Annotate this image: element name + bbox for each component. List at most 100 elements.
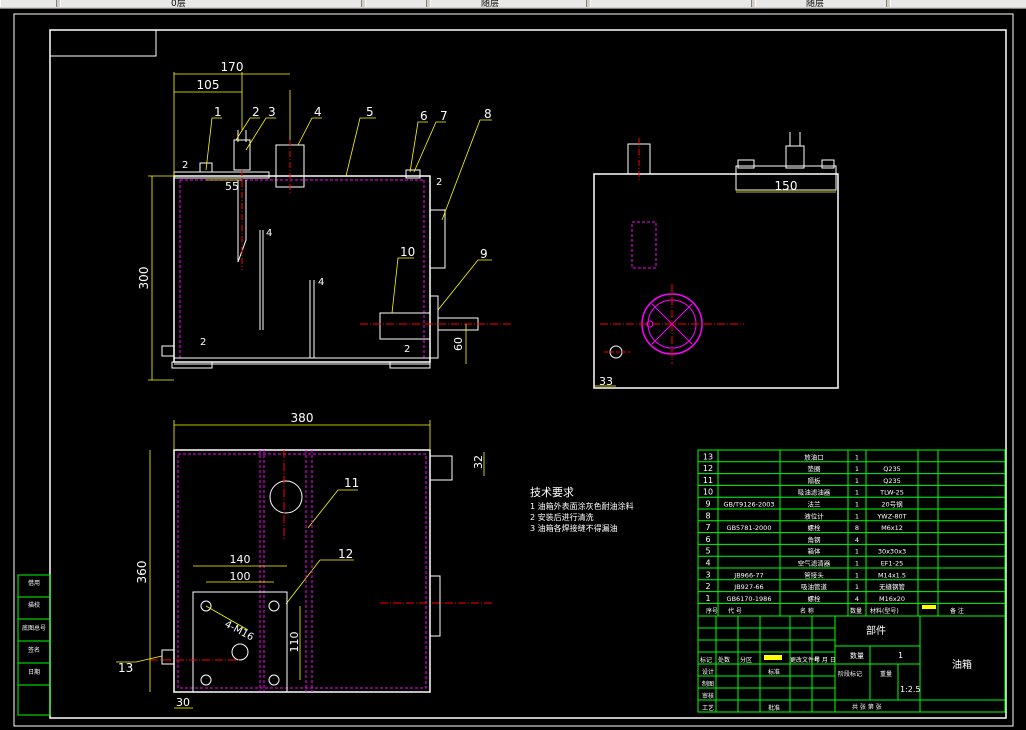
bom-cell-qty: 4 [855, 536, 859, 544]
balloon-12: 12 [338, 547, 353, 561]
technical-requirements: 技术要求 1 油箱外表面涂灰色耐油涂料 2 安装后进行清洗 3 油箱各焊接缝不得… [530, 486, 634, 533]
bom-cell-qty: 1 [855, 548, 859, 556]
layer-dropdown[interactable]: 0层 [60, 0, 362, 9]
bom-cell-no: 2 [705, 582, 710, 591]
tb-scale: 1:2.5 [900, 685, 921, 694]
bom-header-remark: 备 注 [950, 607, 964, 615]
bom-cell-name: 管接头 [804, 570, 824, 579]
weld-symbol: 4 [318, 277, 324, 288]
strip-label: 日期 [28, 668, 40, 676]
dim-label: 32 [472, 455, 485, 469]
bom-cell-qty: 1 [855, 501, 859, 509]
bom-header-qty: 数量 [850, 607, 862, 615]
balloon-leaders [116, 117, 492, 663]
bom-cell-name: 垫圈 [808, 464, 821, 473]
bom-cell-mat: M14x1.5 [878, 571, 906, 579]
linetype-dropdown[interactable] [590, 0, 752, 7]
tb-weight: 重量 [880, 670, 892, 678]
note-line: 1 油箱外表面涂灰色耐油涂料 [530, 501, 634, 511]
toolbar-layer-tools[interactable] [365, 0, 427, 7]
color-value: 随层 [481, 0, 500, 9]
bom-cell-code: GB5781-2000 [727, 524, 772, 532]
balloon-8: 8 [484, 107, 492, 121]
dim-label: 150 [775, 179, 798, 193]
toolbar-tool-group[interactable] [0, 0, 57, 7]
tb-stage: 阶段标记 [838, 670, 862, 678]
dim-label: 170 [221, 60, 244, 74]
bom-cell-qty: 4 [855, 595, 859, 603]
notes-title: 技术要求 [530, 486, 574, 499]
bom-cell-name: 螺栓 [808, 594, 822, 603]
tb-header: 分区 [740, 656, 752, 664]
bom-cell-mat: M16x20 [879, 595, 905, 603]
linetype-value: 随层 [806, 0, 825, 9]
bom-cell-qty: 1 [855, 477, 859, 485]
bom-header-code: 代 号 [728, 607, 742, 615]
dim-label: 380 [291, 411, 314, 425]
bom-cell-name: 放油口 [804, 452, 824, 461]
dim-label: 110 [288, 632, 301, 653]
note-line: 3 油箱各焊接缝不得漏油 [530, 523, 618, 533]
bom-cell-qty: 1 [855, 583, 859, 591]
drawing-canvas[interactable]: 借用 描校 底图总号 签名 日期 [0, 8, 1026, 730]
bom-cell-no: 6 [705, 535, 710, 544]
strip-label: 借用 [28, 579, 40, 587]
tb-header: 标记 [700, 656, 712, 664]
bom-cell-no: 13 [703, 452, 713, 461]
weld-symbol: 2 [436, 177, 442, 188]
weld-symbol: 2 [200, 337, 206, 348]
bom-cell-qty: 1 [855, 512, 859, 520]
bom-cell-name: 法兰 [808, 500, 822, 509]
dim-label: 360 [135, 561, 149, 584]
bom-header-no: 序号 [706, 607, 718, 615]
strip-label: 描校 [28, 601, 40, 609]
bom-cell-no: 11 [703, 476, 713, 485]
plotstyle-dropdown[interactable] [890, 0, 1026, 7]
tb-role: 批准 [768, 704, 780, 712]
balloon-9: 9 [480, 247, 488, 261]
bom-cell-name: 液位计 [804, 511, 824, 520]
weld-symbol: 2 [182, 160, 188, 171]
hole-callout: 4-M16 [223, 619, 256, 643]
balloon-11: 11 [344, 476, 359, 490]
bom-cell-no: 7 [705, 523, 710, 532]
dim-label: 100 [230, 570, 251, 583]
balloon-1: 1 [214, 105, 222, 119]
tb-role: 制图 [702, 680, 714, 688]
color-dropdown[interactable]: 随层 [430, 0, 587, 9]
side-dimensions: 150 33 [594, 179, 836, 388]
front-view [161, 130, 512, 369]
dim-label: 55 [225, 180, 239, 193]
bom-cell-no: 10 [703, 488, 713, 497]
dim-label: 105 [197, 78, 220, 92]
balloon-5: 5 [366, 105, 374, 119]
bom-cell-mat: TLW-25 [879, 489, 904, 497]
tb-header: 更改文件号 [790, 656, 820, 664]
tb-qty-label: 数量 [850, 651, 864, 660]
tb-sheet: 共 张 第 张 [852, 703, 882, 711]
bom-cell-no: 9 [705, 500, 710, 509]
bom-cell-code: JB966-77 [733, 571, 763, 579]
dim-label: 300 [137, 267, 151, 290]
bom-cell-mat: EF1-25 [881, 560, 904, 568]
bom-cell-name: 吸油滤油器 [798, 488, 831, 497]
bom-cell-qty: 1 [855, 560, 859, 568]
bom-cell-no: 1 [705, 594, 710, 603]
bom-cell-no: 4 [705, 559, 710, 568]
bom-cell-name: 隔板 [808, 476, 822, 485]
bom-cell-no: 12 [703, 464, 713, 473]
bom-cell-mat: 20号钢 [881, 501, 903, 509]
bom-cell-no: 3 [705, 570, 710, 579]
bom-cell-mat: 30x30x3 [878, 548, 906, 556]
dim-label: 33 [599, 375, 613, 388]
bom-cell-qty: 1 [855, 489, 859, 497]
drawing-frame [13, 13, 1014, 727]
balloon-10: 10 [400, 245, 415, 259]
layer-value: 0层 [171, 0, 186, 9]
balloon-2: 2 [252, 105, 260, 119]
note-line: 2 安装后进行清洗 [530, 512, 594, 522]
bom-cell-name: 螺栓 [808, 523, 822, 532]
lineweight-dropdown[interactable]: 随层 [755, 0, 887, 9]
bom-cell-mat: Q235 [883, 477, 901, 485]
